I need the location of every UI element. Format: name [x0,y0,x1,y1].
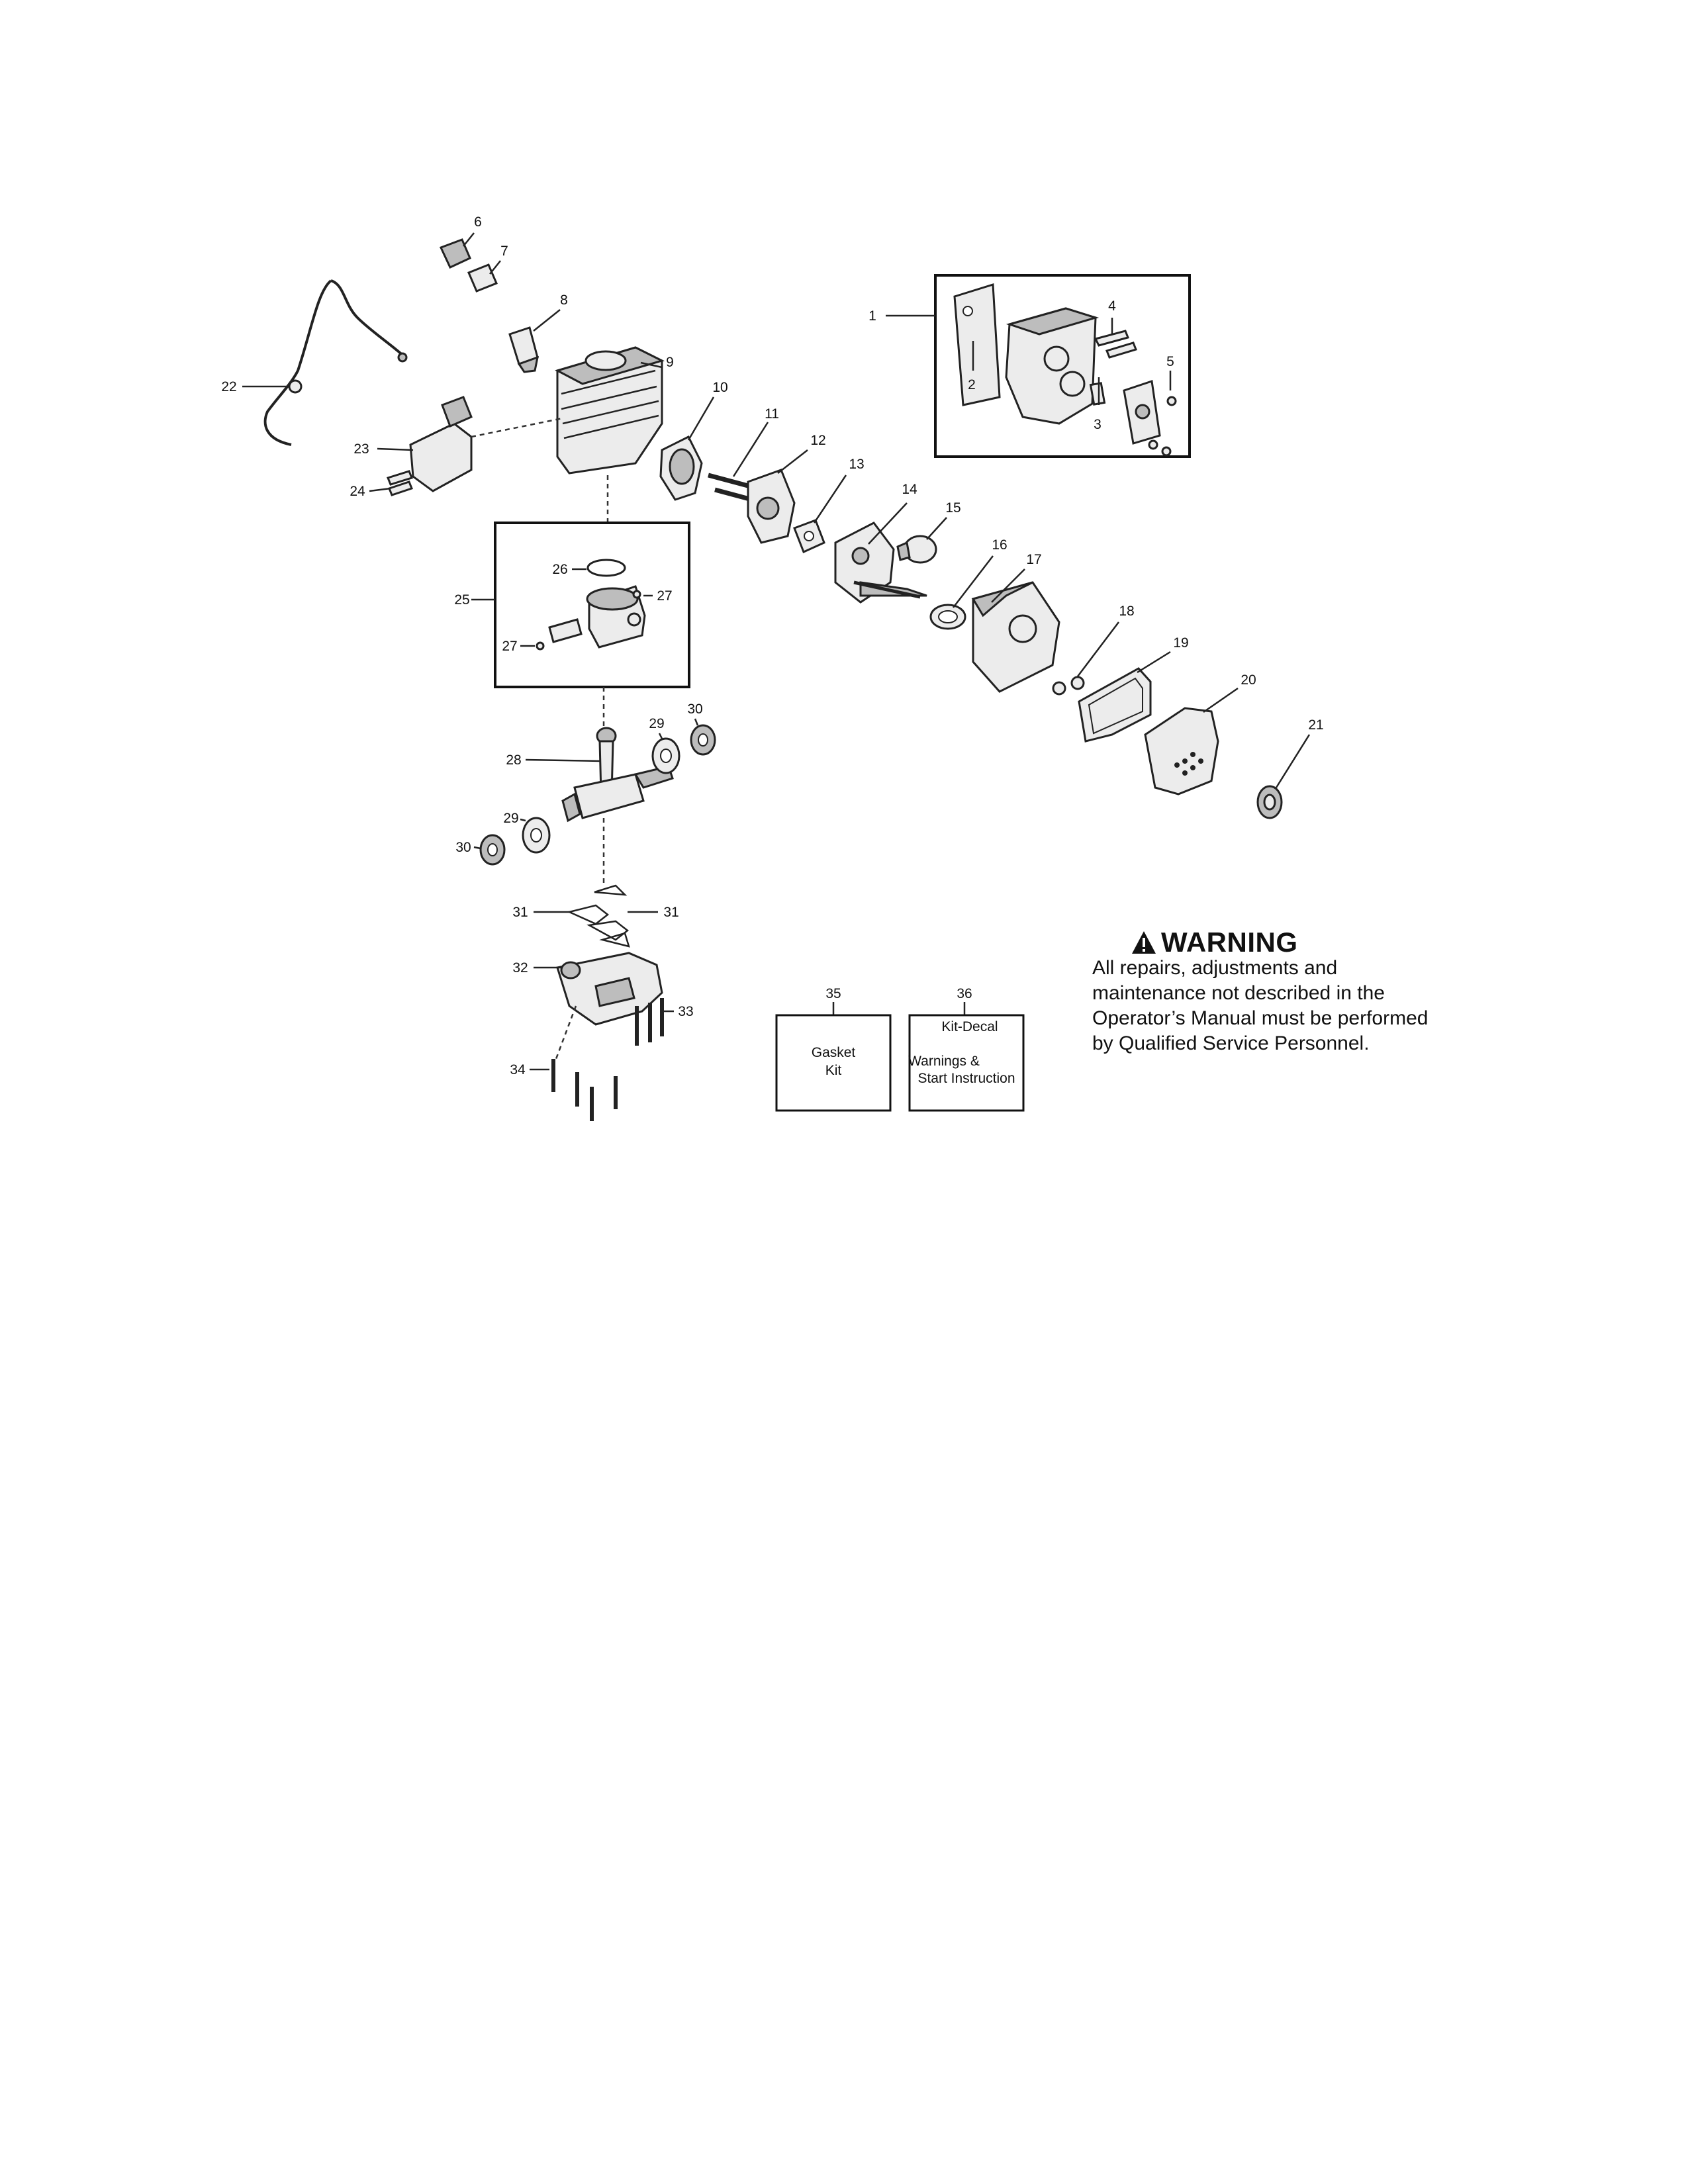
callout-27b: 27 [502,639,517,654]
callout-15: 15 [945,500,961,516]
muffler-gasket-part [953,283,1001,406]
decal-kit-box[interactable] [908,1014,1025,1112]
seal-lower-part [479,834,506,866]
gasket-kit-box[interactable] [775,1014,892,1112]
callout-14: 14 [902,482,917,497]
decal-kit-label-3: Start Instruction [917,1071,1015,1086]
gasket-kit-label-2: Kit [825,1063,842,1078]
muffler-plate-part [1089,382,1106,406]
muffler-bolt-part [1094,330,1138,359]
callout-29: 29 [649,716,664,731]
callout-26: 26 [552,562,567,577]
decal-kit-label-2: Warnings & [908,1054,980,1069]
callout-24: 24 [350,484,365,499]
callout-18: 18 [1119,604,1134,619]
callout-35: 35 [825,986,841,1001]
warning-heading: WARNING [1131,927,1349,958]
callout-23: 23 [353,441,369,457]
module-screw-part [387,470,413,496]
callout-27: 27 [657,588,672,604]
piston-part [586,585,646,649]
crankshaft-part [561,727,674,823]
callout-28: 28 [506,752,521,768]
callout-1: 1 [868,308,876,324]
case-screws-part [551,1059,618,1121]
decal-kit-label-1: Kit-Decal [941,1019,998,1034]
crankcase-screws-part [635,998,664,1046]
callout-5: 5 [1166,354,1174,369]
piston-ring-part [586,559,626,577]
callout-12: 12 [810,433,825,448]
muffler-part [1005,307,1100,425]
air-filter-housing-part [971,581,1060,693]
ignition-module-part [409,396,473,492]
callout-8: 8 [560,293,568,308]
carburetor-spacer-part [747,469,796,544]
warning-triangle-icon [1132,931,1156,954]
piston-kit-box [494,522,690,688]
callout-19: 19 [1173,635,1188,651]
callout-22: 22 [221,379,236,394]
callout-34: 34 [510,1062,526,1077]
callout-13: 13 [849,457,864,472]
spark-plug-terminal-part [467,263,498,293]
callout-17: 17 [1026,552,1041,567]
callout-10: 10 [712,380,727,395]
air-filter-cover-part [1144,707,1219,796]
callout-25: 25 [454,592,469,608]
callout-30b: 30 [455,840,471,855]
crankcase-gasket-part [567,884,630,948]
intake-manifold-part [659,435,703,501]
callout-31b: 31 [663,905,679,920]
callout-7: 7 [500,244,508,259]
piston-clip-part [632,590,641,599]
seal-upper-part [690,724,716,756]
carburetor-part [834,522,927,604]
carburetor-gasket-part [793,519,825,554]
bearing-lower-part [522,817,551,854]
primer-bulb-part [896,535,937,564]
ignition-wire-part [263,279,408,446]
callout-29b: 29 [503,811,518,826]
callout-21: 21 [1308,717,1323,733]
air-filter-element-part [1078,667,1152,743]
callout-32: 32 [512,960,528,976]
warning-text: All repairs, adjustments and maintenance… [1092,957,1429,1054]
callout-6: 6 [474,214,482,230]
air-filter-gasket-part [929,604,966,630]
callout-9: 9 [666,355,674,370]
cylinder-part [555,346,665,475]
crankcase-part [556,952,663,1026]
muffler-cover-part [1123,380,1161,445]
muffler-kit-box [934,274,1191,458]
piston-pin-part [548,618,583,643]
bearing-upper-part [651,737,680,774]
callout-2: 2 [968,377,976,392]
spark-plug-part [508,326,539,373]
callout-20: 20 [1241,672,1256,688]
cover-knob-part [1256,785,1283,819]
callout-16: 16 [992,537,1007,553]
callout-31: 31 [512,905,528,920]
callout-11: 11 [765,406,779,422]
callout-4: 4 [1108,298,1116,314]
spark-plug-boot-part [439,238,471,269]
air-filter-nut-part [1052,681,1066,696]
warning-notice: WARNING All repairs, adjustments and mai… [1092,927,1436,1056]
callout-36: 36 [957,986,972,1001]
gasket-kit-label-1: Gasket [812,1045,856,1060]
callout-30: 30 [687,702,702,717]
callout-33: 33 [678,1004,693,1019]
warning-title: WARNING [1161,927,1298,958]
callout-3: 3 [1094,417,1102,432]
